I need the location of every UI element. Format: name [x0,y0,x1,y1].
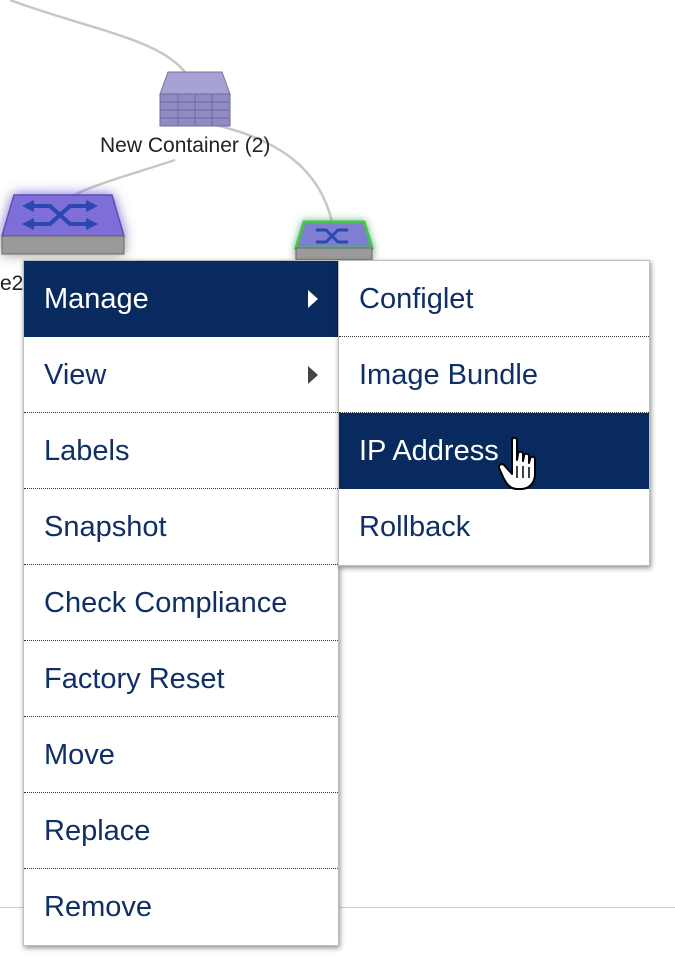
menu-item-manage[interactable]: Manage [24,261,338,337]
menu-item-label: Replace [44,815,151,847]
menu-item-remove[interactable]: Remove [24,869,338,945]
network-switch-icon[interactable] [0,194,126,255]
menu-item-move[interactable]: Move [24,717,338,793]
menu-item-replace[interactable]: Replace [24,793,338,869]
menu-item-label: Configlet [359,283,474,315]
menu-item-factory-reset[interactable]: Factory Reset [24,641,338,717]
menu-item-label: Rollback [359,511,471,543]
menu-item-label: Factory Reset [44,663,225,695]
menu-item-label: Manage [44,283,149,315]
menu-item-check-compliance[interactable]: Check Compliance [24,565,338,641]
link-line [9,0,192,81]
device-context-menu: Manage View Labels Snapshot Check Compli… [23,260,339,946]
menu-item-label: Check Compliance [44,587,288,619]
menu-item-label: Snapshot [44,511,167,543]
chevron-right-icon [308,290,318,308]
submenu-item-rollback[interactable]: Rollback [339,489,649,565]
hand-pointer-icon [498,436,536,490]
menu-item-label: Move [44,739,115,771]
menu-item-label: View [44,359,107,391]
container-label: New Container (2) [100,134,271,157]
menu-item-label: Remove [44,891,152,923]
manage-submenu: Configlet Image Bundle IP Address Rollba… [338,260,650,566]
link-line [214,123,334,223]
menu-item-snapshot[interactable]: Snapshot [24,489,338,565]
menu-item-label: IP Address [359,435,499,467]
link-line [64,158,176,202]
submenu-item-configlet[interactable]: Configlet [339,261,649,337]
menu-item-view[interactable]: View [24,337,338,413]
network-switch-icon[interactable] [293,220,375,261]
chevron-right-icon [308,366,318,384]
menu-item-label: Image Bundle [359,359,538,391]
server-rack-icon[interactable] [159,71,231,127]
submenu-item-ip-address[interactable]: IP Address [339,413,649,489]
menu-item-label: Labels [44,435,130,467]
submenu-item-image-bundle[interactable]: Image Bundle [339,337,649,413]
device-label-fragment: e2 [0,272,24,295]
menu-item-labels[interactable]: Labels [24,413,338,489]
